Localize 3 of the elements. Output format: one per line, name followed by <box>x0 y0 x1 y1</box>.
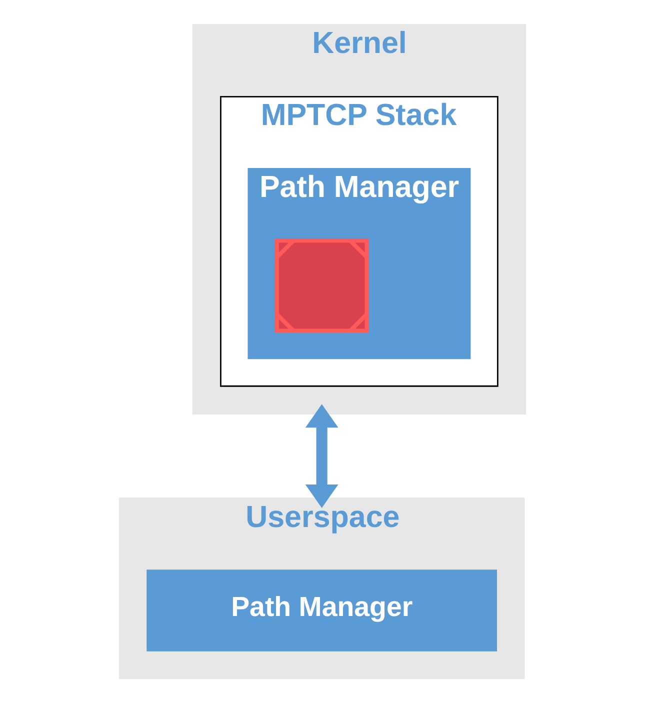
arrow <box>305 404 338 508</box>
node-box: Path Manager <box>146 570 497 652</box>
cluster: Path Manager <box>248 168 471 360</box>
